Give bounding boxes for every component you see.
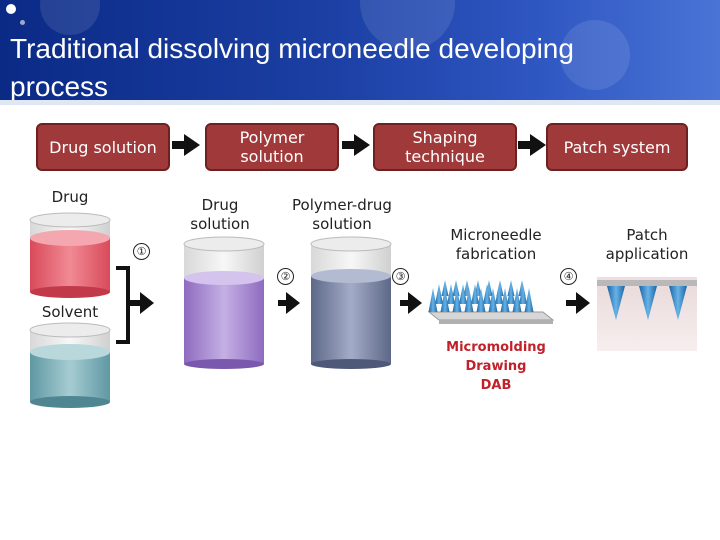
polymer-drug-beaker: [310, 236, 392, 369]
header-banner: Traditional dissolving microneedle devel…: [0, 0, 720, 105]
step-3-marker: ③: [392, 268, 409, 285]
step-2-arrow-stem: [278, 300, 286, 306]
method-dab: DAB: [480, 378, 512, 393]
method-drawing: Drawing: [465, 359, 527, 374]
solvent-label: Solvent: [41, 303, 99, 321]
stage-arrow-1: [184, 134, 200, 156]
step-3-arrow-stem: [400, 300, 408, 306]
step-2-arrow: [286, 292, 300, 314]
microneedle: [459, 284, 467, 304]
polymer-drug-solution-label: Polymer-drug solution: [292, 196, 392, 233]
stage-shaping-technique: Shaping technique: [373, 123, 517, 171]
stage-arrow-2: [354, 134, 370, 156]
microneedle: [519, 284, 527, 304]
microneedle: [512, 288, 522, 312]
step-1-marker: ①: [133, 243, 150, 260]
stage-patch-system: Patch system: [546, 123, 688, 171]
page-title: Traditional dissolving microneedle devel…: [10, 33, 574, 102]
drug-solution-beaker: [183, 236, 265, 369]
microneedle: [440, 288, 450, 312]
stage-arrow-3: [530, 134, 546, 156]
microneedle: [471, 284, 479, 304]
method-micromolding: Micromolding: [446, 340, 546, 355]
microneedle-fabrication-label: Microneedle fabrication: [450, 226, 542, 263]
stage-arrow-stem: [518, 141, 530, 149]
step-4-marker: ④: [560, 268, 577, 285]
step-4-arrow: [576, 292, 590, 314]
patch-application-label: Patch application: [605, 226, 689, 263]
microneedle-array: [427, 280, 555, 324]
step-3-arrow: [408, 292, 422, 314]
decorative-bubble: [560, 20, 630, 90]
microneedle: [464, 288, 474, 312]
drug-solution-label: Drug solution: [190, 196, 250, 233]
decorative-dot: [20, 20, 25, 25]
microneedle: [428, 288, 438, 312]
drug-label: Drug: [51, 188, 89, 206]
solvent-beaker: [29, 322, 111, 408]
stage-polymer-solution: Polymer solution: [205, 123, 339, 171]
patch-application-illustration: [597, 280, 697, 320]
microneedle: [435, 284, 443, 304]
microneedle: [452, 288, 462, 312]
microneedle: [447, 284, 455, 304]
step-4-arrow-stem: [566, 300, 576, 306]
header-stripe: [0, 100, 720, 105]
drug-beaker: [29, 212, 111, 298]
merge-arrow: [140, 292, 154, 314]
stage-drug-solution: Drug solution: [36, 123, 170, 171]
merge-arrow-stem: [130, 300, 140, 306]
microneedle: [500, 288, 510, 312]
step-2-marker: ②: [277, 268, 294, 285]
stage-arrow-stem: [342, 141, 354, 149]
microneedle: [483, 284, 491, 304]
microneedle: [488, 288, 498, 312]
microneedle: [524, 288, 534, 312]
microneedle: [476, 288, 486, 312]
merge-bracket: [116, 266, 130, 344]
microneedle: [495, 284, 503, 304]
microneedle: [507, 284, 515, 304]
stage-arrow-stem: [172, 141, 184, 149]
decorative-dot: [6, 4, 16, 14]
